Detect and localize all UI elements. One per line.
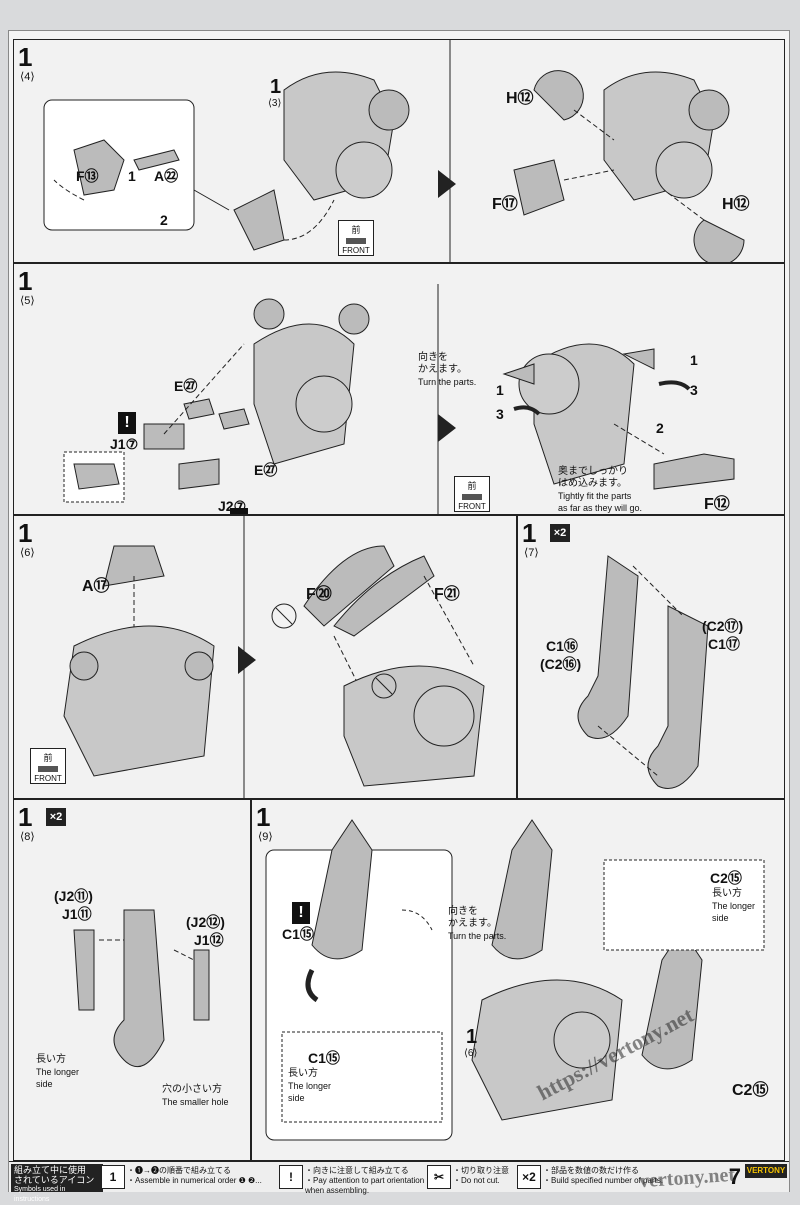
part-label-f13: F⑬: [76, 168, 99, 184]
part-label-j11: J1⑪: [62, 906, 92, 922]
order-3-left: 3: [496, 406, 504, 422]
assembly-illustration: [43, 40, 745, 262]
order-2: 2: [656, 420, 664, 436]
step-order-icon: 1: [101, 1165, 125, 1189]
part-label-f12: F⑫: [704, 496, 730, 513]
legend-text-orientation: ・向きに注意して組み立てる ・Pay attention to part ori…: [305, 1166, 425, 1195]
next-arrow: [238, 646, 256, 674]
substep-label: ⟨4⟩: [20, 71, 35, 83]
part-label-h12-top: H⑫: [506, 90, 534, 107]
part-label-a22: A㉒: [154, 168, 179, 184]
multiply-icon: ×2: [517, 1165, 541, 1189]
part-label-c16: C1⑯: [546, 638, 578, 654]
substep-label: ⟨6⟩: [20, 547, 35, 559]
assembly-illustration: [63, 516, 485, 798]
order-1-left: 1: [496, 382, 504, 398]
step-panel-5: 1 ⟨5⟩ E㉗ ! J1⑦ E㉗ J2⑦: [13, 263, 785, 515]
assembly-illustration: [73, 909, 210, 1068]
part-label-c25-inset: C2⑮: [710, 870, 742, 886]
longer-side-note-right: 長い方 The longer side: [712, 888, 756, 923]
part-label-f21: F㉑: [434, 586, 460, 603]
substep-label: ⟨9⟩: [258, 831, 273, 843]
page-number: 7: [728, 1164, 741, 1189]
do-not-cut-icon: ✂: [427, 1165, 451, 1189]
part-label-j17: J1⑦: [110, 436, 139, 452]
turn-parts-note: 向きを かえます。 Turn the parts.: [418, 352, 477, 387]
part-label-c25: C2⑮: [732, 1082, 769, 1099]
smaller-hole-note: 穴の小さい方 The smaller hole: [162, 1084, 229, 1107]
part-label-c15-inset: C1⑮: [308, 1050, 340, 1066]
part-label-c26: (C2⑯): [540, 656, 582, 672]
step-number: 1: [18, 518, 33, 548]
step-number: 1: [522, 518, 537, 548]
turn-parts-note: 向きを かえます。 Turn the parts.: [448, 906, 507, 941]
part-label-a17: A⑰: [82, 578, 110, 595]
inset-substep: ⟨3⟩: [268, 98, 282, 109]
assembly-illustration: [577, 555, 709, 789]
longer-side-note-left: 長い方 The longer side: [288, 1068, 332, 1103]
ref-step-number: 1: [466, 1026, 478, 1048]
step-panel-8: 1 ×2 ⟨8⟩ (J2⑪) J1⑪ (J2⑫) J1⑫ 長い方 The lon…: [13, 799, 251, 1161]
step-panel-7: 1 ×2 ⟨7⟩ C1⑯ (C2⑯) (C2⑰) C1⑰: [517, 515, 785, 799]
step-panel-4: 1 ⟨4⟩ F⑬ A㉒ 1 2 1: [13, 39, 785, 263]
order-1: 1: [128, 168, 136, 184]
orientation-warning-icon: [230, 508, 248, 514]
substep-label: ⟨5⟩: [20, 295, 35, 307]
fit-note: 奥までしっかり はめ込みます。 Tightly fit the parts as…: [558, 466, 643, 513]
step-number: 1: [256, 802, 271, 832]
part-label-e27-top: E㉗: [174, 378, 198, 394]
multiply-badge: ×2: [46, 808, 66, 826]
instruction-page: 1 ⟨4⟩ F⑬ A㉒ 1 2 1: [8, 30, 790, 1203]
symbol-legend: 組み立て中に使用 されているアイコン Symbols used in instr…: [9, 1161, 789, 1203]
step-number: 1: [18, 42, 33, 72]
brand-logo: VERTONY: [745, 1164, 787, 1178]
legend-title: 組み立て中に使用 されているアイコン Symbols used in instr…: [11, 1164, 103, 1203]
orientation-icon: !: [279, 1165, 303, 1189]
longer-side-note: 長い方 The longer side: [36, 1054, 80, 1089]
step-number: 1: [18, 266, 33, 296]
part-label-c15-top: C1⑮: [282, 926, 314, 942]
orientation-warning-icon: !: [292, 902, 310, 924]
orientation-warning-icon: !: [118, 412, 136, 434]
order-2: 2: [160, 212, 168, 228]
order-1-right: 1: [690, 352, 698, 368]
legend-text-order: ・❶→❷の順番で組み立てる ・Assemble in numerical ord…: [127, 1166, 262, 1185]
inset-step-number: 1: [270, 76, 282, 98]
next-arrow: [438, 414, 456, 442]
assembly-illustration: [265, 819, 765, 1141]
substep-label: ⟨8⟩: [20, 831, 35, 843]
ref-substep: ⟨6⟩: [464, 1048, 478, 1059]
part-label-f20: F⑳: [306, 586, 332, 603]
part-label-j12: J1⑫: [194, 932, 224, 948]
legend-text-cut: ・切り取り注意 ・Do not cut.: [453, 1166, 509, 1185]
part-label-c27: (C2⑰): [702, 618, 744, 634]
part-label-c17: C1⑰: [708, 636, 740, 652]
order-3-right: 3: [690, 382, 698, 398]
multiply-badge: ×2: [550, 524, 570, 542]
assembly-illustration: [63, 284, 735, 514]
part-label-h12-bottom: H⑫: [722, 196, 750, 213]
part-label-e27-bottom: E㉗: [254, 462, 278, 478]
step-number: 1: [18, 802, 33, 832]
substep-label: ⟨7⟩: [524, 547, 539, 559]
legend-text-multiply: ・部品を数値の数だけ作る ・Build specified number of …: [543, 1166, 664, 1185]
next-arrow: [438, 170, 456, 198]
step-panel-9: 1 ⟨9⟩ ! C1⑮ C1⑮ 長い方 The longer side 向きを …: [251, 799, 785, 1161]
part-label-j22: (J2⑫): [186, 914, 225, 930]
part-label-j21: (J2⑪): [54, 888, 93, 904]
part-label-f17: F⑰: [492, 196, 518, 213]
